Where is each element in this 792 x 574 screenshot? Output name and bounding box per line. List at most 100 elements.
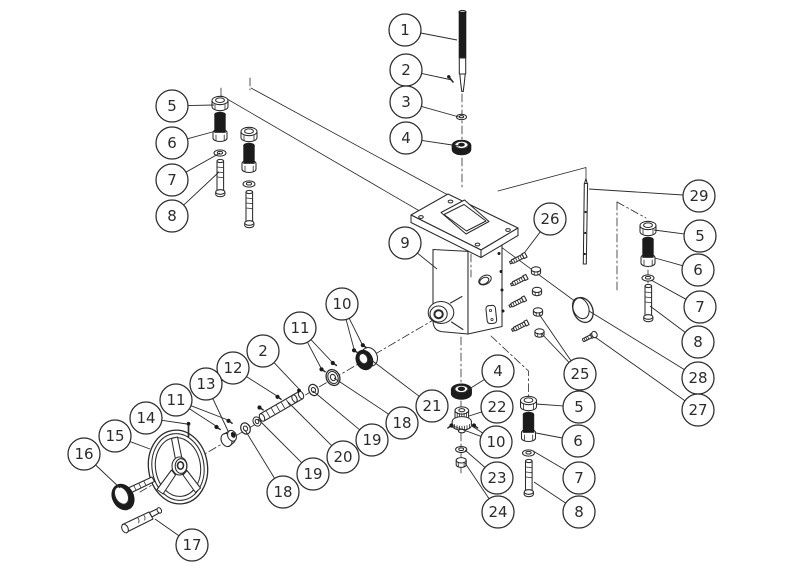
callout-number: 11 [166, 391, 185, 409]
leader-line [345, 319, 355, 350]
callout-balloon-8 [562, 495, 596, 529]
set-screw [510, 319, 530, 334]
leader-line [161, 419, 188, 425]
callout-number: 16 [74, 445, 93, 463]
leader-line [183, 171, 220, 206]
leader-line [185, 152, 221, 173]
leader-line [535, 432, 563, 439]
callout-number: 11 [290, 319, 309, 337]
callout-number: 12 [223, 359, 242, 377]
leader-line [465, 379, 485, 392]
handwheel-handle-cap [111, 483, 135, 511]
leader-line [420, 32, 458, 41]
callout-number: 19 [303, 465, 322, 483]
flanged-bearing [355, 347, 379, 371]
callout-balloon-23 [480, 461, 514, 495]
leader-line [257, 418, 303, 464]
flat-washer [240, 422, 251, 435]
jam-nut [531, 286, 543, 297]
leader-line [421, 105, 460, 118]
leader-line [190, 405, 229, 421]
callout-balloon-19 [355, 423, 389, 457]
callout-balloon-1 [388, 13, 422, 47]
callout-number: 29 [689, 187, 708, 205]
leader-line [307, 341, 322, 369]
handwheel-handle-grip [121, 507, 163, 534]
callout-balloon-8 [155, 199, 189, 233]
callout-balloon-5 [683, 219, 717, 253]
callout-balloon-9 [388, 226, 422, 260]
callout-balloon-10 [479, 425, 513, 459]
jam-nut [530, 266, 542, 276]
shaft-collar [220, 429, 238, 448]
callout-balloon-18 [266, 475, 300, 509]
callout-balloon-6 [681, 253, 715, 287]
callout-balloon-22 [480, 390, 514, 424]
callout-number: 19 [362, 431, 381, 449]
leader-line [417, 252, 438, 270]
knob-screw [581, 330, 598, 343]
leader-line [421, 72, 453, 81]
callout-number: 7 [167, 171, 177, 189]
projection-line [221, 95, 424, 214]
callout-number: 4 [401, 129, 411, 147]
ball-bearing [450, 383, 472, 400]
leader-line [273, 362, 300, 390]
callout-number: 18 [273, 483, 292, 501]
leader-line [464, 449, 486, 468]
lock-knob [571, 296, 594, 324]
leader-line [312, 390, 360, 431]
callout-number: 6 [167, 134, 177, 152]
projection-line [497, 167, 587, 192]
callout-number: 5 [167, 97, 177, 115]
leader-line [533, 481, 566, 504]
ball-bearing [451, 139, 472, 156]
callout-number: 18 [392, 414, 411, 432]
callout-balloon-4 [389, 121, 423, 155]
callout-number: 2 [258, 342, 268, 360]
callout-balloon-20 [326, 440, 360, 474]
callout-balloon-25 [563, 357, 597, 391]
callout-number: 25 [570, 365, 589, 383]
callout-number: 5 [695, 227, 705, 245]
leader-line [95, 464, 121, 489]
leader-line [310, 339, 333, 363]
leader-line [244, 429, 275, 479]
callout-balloon-18 [385, 406, 419, 440]
flat-washer [455, 113, 468, 121]
callout-layer: 1234567892629567828272510112121311141516… [67, 13, 717, 562]
callout-balloon-4 [481, 354, 515, 388]
leader-line [421, 139, 460, 147]
hex-nut [455, 457, 467, 468]
callout-number: 4 [493, 362, 503, 380]
callout-number: 6 [693, 261, 703, 279]
callout-number: 13 [196, 375, 215, 393]
long-shaft [458, 9, 467, 93]
leader-line [588, 310, 685, 370]
callout-balloon-5 [155, 89, 189, 123]
callout-balloon-24 [481, 495, 515, 529]
centerline [490, 335, 529, 399]
callout-balloon-7 [562, 461, 596, 495]
set-screw [507, 295, 528, 310]
leader-line [468, 411, 482, 417]
callout-balloon-26 [533, 202, 567, 236]
callout-balloon-2 [246, 334, 280, 368]
leader-line [187, 130, 217, 140]
leader-line [129, 441, 151, 450]
wheel-spoke [156, 469, 177, 495]
callout-balloon-7 [155, 163, 189, 197]
bolt-stack-b [240, 126, 258, 229]
bolt-stack-bottom [519, 395, 538, 498]
callout-number: 23 [487, 469, 506, 487]
callout-number: 24 [488, 503, 507, 521]
taper-pin [447, 75, 454, 83]
callout-balloon-7 [683, 290, 717, 324]
callout-number: 28 [688, 369, 707, 387]
callout-balloon-13 [189, 367, 223, 401]
leader-line [471, 425, 483, 434]
leader-line [369, 358, 420, 397]
callout-balloon-15 [98, 419, 132, 453]
